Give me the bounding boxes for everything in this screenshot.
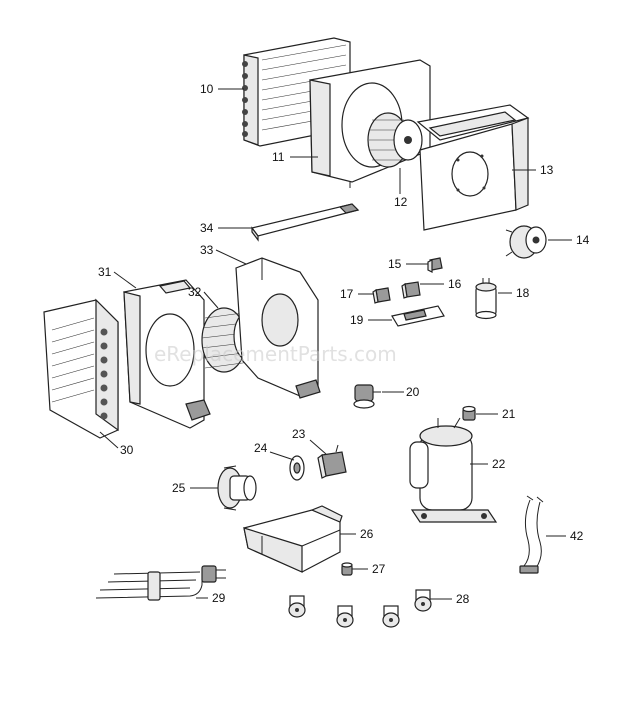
- leader-lines: [99, 88, 572, 600]
- part-28-caster-2: [336, 605, 354, 628]
- part-17-sensor: [372, 287, 391, 304]
- callout-14: 14: [576, 233, 590, 247]
- callout-22: 22: [492, 457, 506, 471]
- part-16-relay: [401, 281, 421, 299]
- callout-34: 34: [200, 221, 214, 235]
- callout-numbers: 10 11 12 13 14 15 16 17 18 19 20 21 22 2…: [98, 82, 590, 606]
- part-34-bracket: [250, 203, 360, 242]
- callout-15: 15: [388, 257, 402, 271]
- part-29-power-cord: [95, 565, 226, 601]
- part-23-switch: [317, 444, 347, 479]
- callout-28: 28: [456, 592, 470, 606]
- callout-18: 18: [516, 286, 530, 300]
- watermark: eReplacementParts.com: [154, 342, 397, 366]
- part-30-coil: [43, 298, 119, 439]
- callout-11: 11: [272, 150, 285, 164]
- callout-42: 42: [570, 529, 584, 543]
- callout-12: 12: [394, 195, 408, 209]
- part-19-board: [391, 305, 445, 327]
- callout-29: 29: [212, 591, 226, 605]
- callout-16: 16: [448, 277, 462, 291]
- part-31-shroud: [123, 279, 211, 429]
- callout-33: 33: [200, 243, 214, 257]
- part-28-caster-4: [414, 589, 432, 612]
- callout-13: 13: [540, 163, 554, 177]
- callout-10: 10: [200, 82, 214, 96]
- callout-17: 17: [340, 287, 354, 301]
- callout-26: 26: [360, 527, 374, 541]
- part-28-caster-1: [288, 595, 306, 618]
- callout-24: 24: [254, 441, 268, 455]
- callout-20: 20: [406, 385, 420, 399]
- part-13-front-panel: [416, 104, 530, 231]
- callout-23: 23: [292, 427, 306, 441]
- part-25-fan-motor: [212, 465, 257, 511]
- callout-25: 25: [172, 481, 186, 495]
- callout-30: 30: [120, 443, 134, 457]
- part-33-scroll-housing: [235, 257, 321, 399]
- callout-19: 19: [350, 313, 364, 327]
- callout-31: 31: [98, 265, 112, 279]
- part-15-switch: [427, 257, 443, 273]
- part-21-cap: [462, 405, 476, 421]
- part-12-blower-wheel: [367, 112, 423, 168]
- part-20-valve: [353, 384, 381, 409]
- part-18-capacitor: [475, 278, 497, 320]
- part-28-caster-3: [382, 605, 400, 628]
- callout-27: 27: [372, 562, 386, 576]
- part-27-drain-plug: [341, 562, 353, 576]
- part-14-motor: [505, 225, 547, 259]
- part-24-fan-disc: [289, 455, 305, 481]
- part-22-compressor: [409, 417, 498, 523]
- part-42-wire-harness: [519, 495, 544, 574]
- callout-32: 32: [188, 285, 202, 299]
- callout-21: 21: [502, 407, 516, 421]
- part-26-base-tray: [243, 505, 343, 573]
